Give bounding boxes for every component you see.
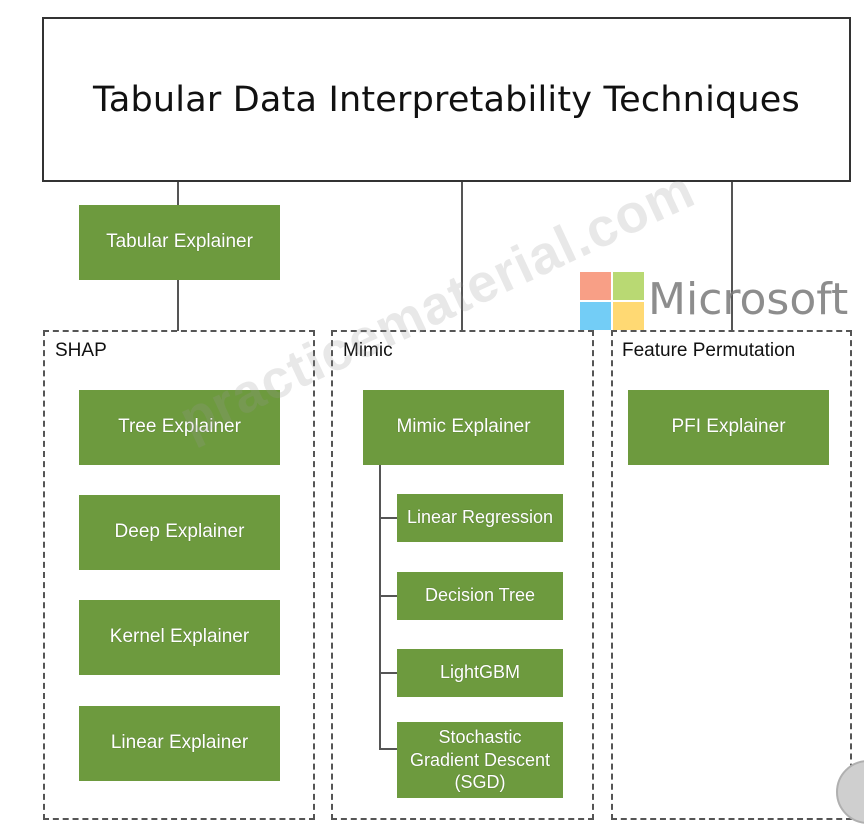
connector-tabular-explainer-to-shap: [177, 280, 179, 331]
shap-group: [43, 330, 315, 820]
diagram-title: Tabular Data Interpretability Techniques: [93, 79, 800, 120]
linear-explainer-node: Linear Explainer: [79, 706, 280, 781]
microsoft-logo: Microsoft: [580, 272, 864, 334]
kernel-explainer-node: Kernel Explainer: [79, 600, 280, 675]
mimic-group: [331, 330, 594, 820]
tree-explainer-node: Tree Explainer: [79, 390, 280, 465]
tabular-explainer-node: Tabular Explainer: [79, 205, 280, 280]
deep-explainer-node: Deep Explainer: [79, 495, 280, 570]
connector-title-to-tabular-explainer: [177, 182, 179, 205]
shap-group-label: SHAP: [55, 340, 107, 361]
feature-permutation-group-label: Feature Permutation: [622, 340, 796, 361]
logo-square-yellow: [613, 302, 644, 330]
logo-square-green: [613, 272, 644, 300]
connector-title-to-feature-permutation: [731, 182, 733, 331]
logo-square-blue: [580, 302, 611, 330]
mimic-group-label: Mimic: [343, 340, 393, 361]
decision-tree-node: Decision Tree: [397, 572, 563, 620]
logo-square-red: [580, 272, 611, 300]
feature-permutation-group: [611, 330, 852, 820]
connector-mimic-branch-4: [379, 748, 398, 750]
connector-title-to-mimic: [461, 182, 463, 331]
connector-mimic-branch-1: [379, 517, 398, 519]
lightgbm-node: LightGBM: [397, 649, 563, 697]
title-box: Tabular Data Interpretability Techniques: [42, 17, 851, 182]
connector-mimic-branch-2: [379, 595, 398, 597]
pfi-explainer-node: PFI Explainer: [628, 390, 829, 465]
connector-mimic-branch-3: [379, 672, 398, 674]
linear-regression-node: Linear Regression: [397, 494, 563, 542]
sgd-node: Stochastic Gradient Descent (SGD): [397, 722, 563, 798]
connector-mimic-trunk: [379, 465, 381, 749]
microsoft-logo-text: Microsoft: [648, 274, 849, 325]
mimic-explainer-node: Mimic Explainer: [363, 390, 564, 465]
